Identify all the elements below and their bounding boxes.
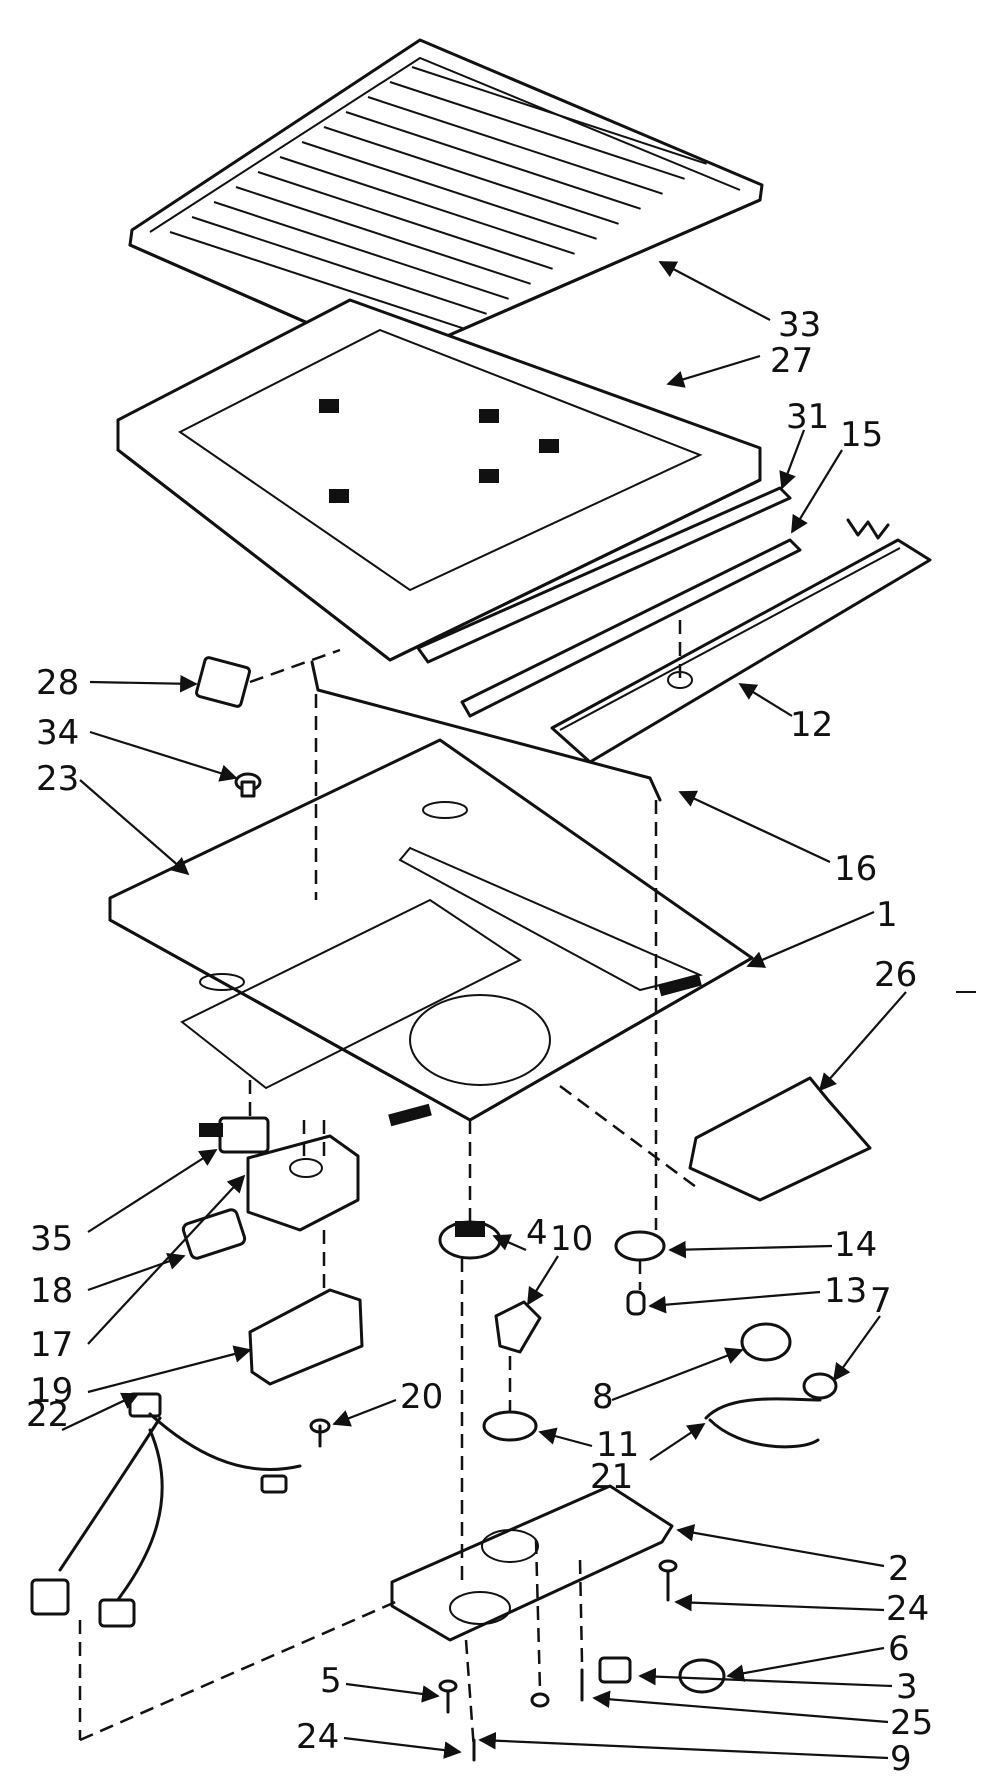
part-hardware: [438, 1559, 726, 1762]
louver-slat: [169, 231, 465, 330]
part-bracket: [248, 1288, 364, 1386]
louver-slat: [235, 186, 531, 285]
callout-33: 33: [778, 305, 821, 345]
louver-slat: [301, 141, 597, 240]
callout-21: 21: [590, 1457, 633, 1497]
callout-26: 26: [874, 955, 917, 995]
callout-1: 1: [876, 895, 898, 935]
louver-slat: [257, 171, 553, 270]
part-switch: [199, 1116, 270, 1154]
part-frame: [116, 298, 762, 662]
part-bulb: [740, 1322, 792, 1362]
part-knob: [482, 1410, 538, 1442]
callout-8: 8: [592, 1377, 614, 1417]
louver-slat: [323, 126, 619, 225]
part-channel-tray: [550, 518, 932, 764]
part-insulation-sheet: [688, 1076, 872, 1202]
part-pad: [195, 656, 251, 708]
callout-17: 17: [30, 1325, 73, 1365]
callout-20: 20: [400, 1377, 443, 1417]
callout-22: 22: [26, 1395, 69, 1435]
callout-18: 18: [30, 1271, 73, 1311]
callout-24a: 24: [886, 1589, 929, 1629]
leader-lines: [61, 261, 907, 1760]
callout-3: 3: [896, 1667, 918, 1707]
callout-10: 10: [550, 1219, 593, 1259]
callout-11: 11: [596, 1425, 639, 1465]
part-thermostat: [494, 1300, 542, 1354]
shelf-louvers: [169, 66, 707, 330]
callout-23: 23: [36, 759, 79, 799]
callout-31: 31: [786, 397, 829, 437]
louver-slat: [389, 81, 685, 180]
part-wire-rod: [310, 660, 662, 802]
callout-35: 35: [30, 1219, 73, 1259]
callout-5: 5: [320, 1661, 342, 1701]
callout-24b: 24: [296, 1717, 339, 1757]
callout-2: 2: [888, 1549, 910, 1589]
louver-slat: [345, 111, 641, 210]
part-socket-bracket: [802, 1372, 838, 1400]
callout-27: 27: [770, 341, 813, 381]
callout-19: 19: [30, 1371, 73, 1411]
part-gasket: [181, 1208, 247, 1260]
part-strips: [416, 486, 802, 718]
louver-slat: [411, 66, 707, 165]
part-thermostat-base: [438, 1220, 502, 1260]
part-wiring-harness: [30, 1392, 302, 1628]
part-screw-20: [309, 1418, 331, 1448]
callout-labels: 33 27 31 15 28 12 34 23 16 1 26 35 4 10 …: [26, 305, 933, 1777]
callout-15: 15: [840, 415, 883, 455]
assembly-lines: [78, 620, 701, 1751]
callout-34: 34: [36, 713, 79, 753]
part-bottom-bracket: [390, 1484, 674, 1642]
louver-slat: [279, 156, 575, 255]
callout-9: 9: [890, 1739, 912, 1777]
part-clip: [234, 772, 262, 798]
callout-14: 14: [834, 1225, 877, 1265]
louver-slat: [191, 216, 487, 315]
part-light-socket: [614, 1230, 666, 1316]
callout-4: 4: [526, 1213, 548, 1253]
part-shelf-cover: [128, 38, 764, 362]
callout-25: 25: [890, 1703, 933, 1743]
callout-16: 16: [834, 849, 877, 889]
louver-slat: [367, 96, 663, 195]
part-lamp-wire: [704, 1397, 822, 1449]
part-motor-housing: [246, 1134, 360, 1232]
louver-slat: [213, 201, 509, 300]
callout-6: 6: [888, 1629, 910, 1669]
callout-12: 12: [790, 705, 833, 745]
callout-7: 7: [870, 1281, 892, 1321]
callout-28: 28: [36, 663, 79, 703]
callout-13: 13: [824, 1271, 867, 1311]
